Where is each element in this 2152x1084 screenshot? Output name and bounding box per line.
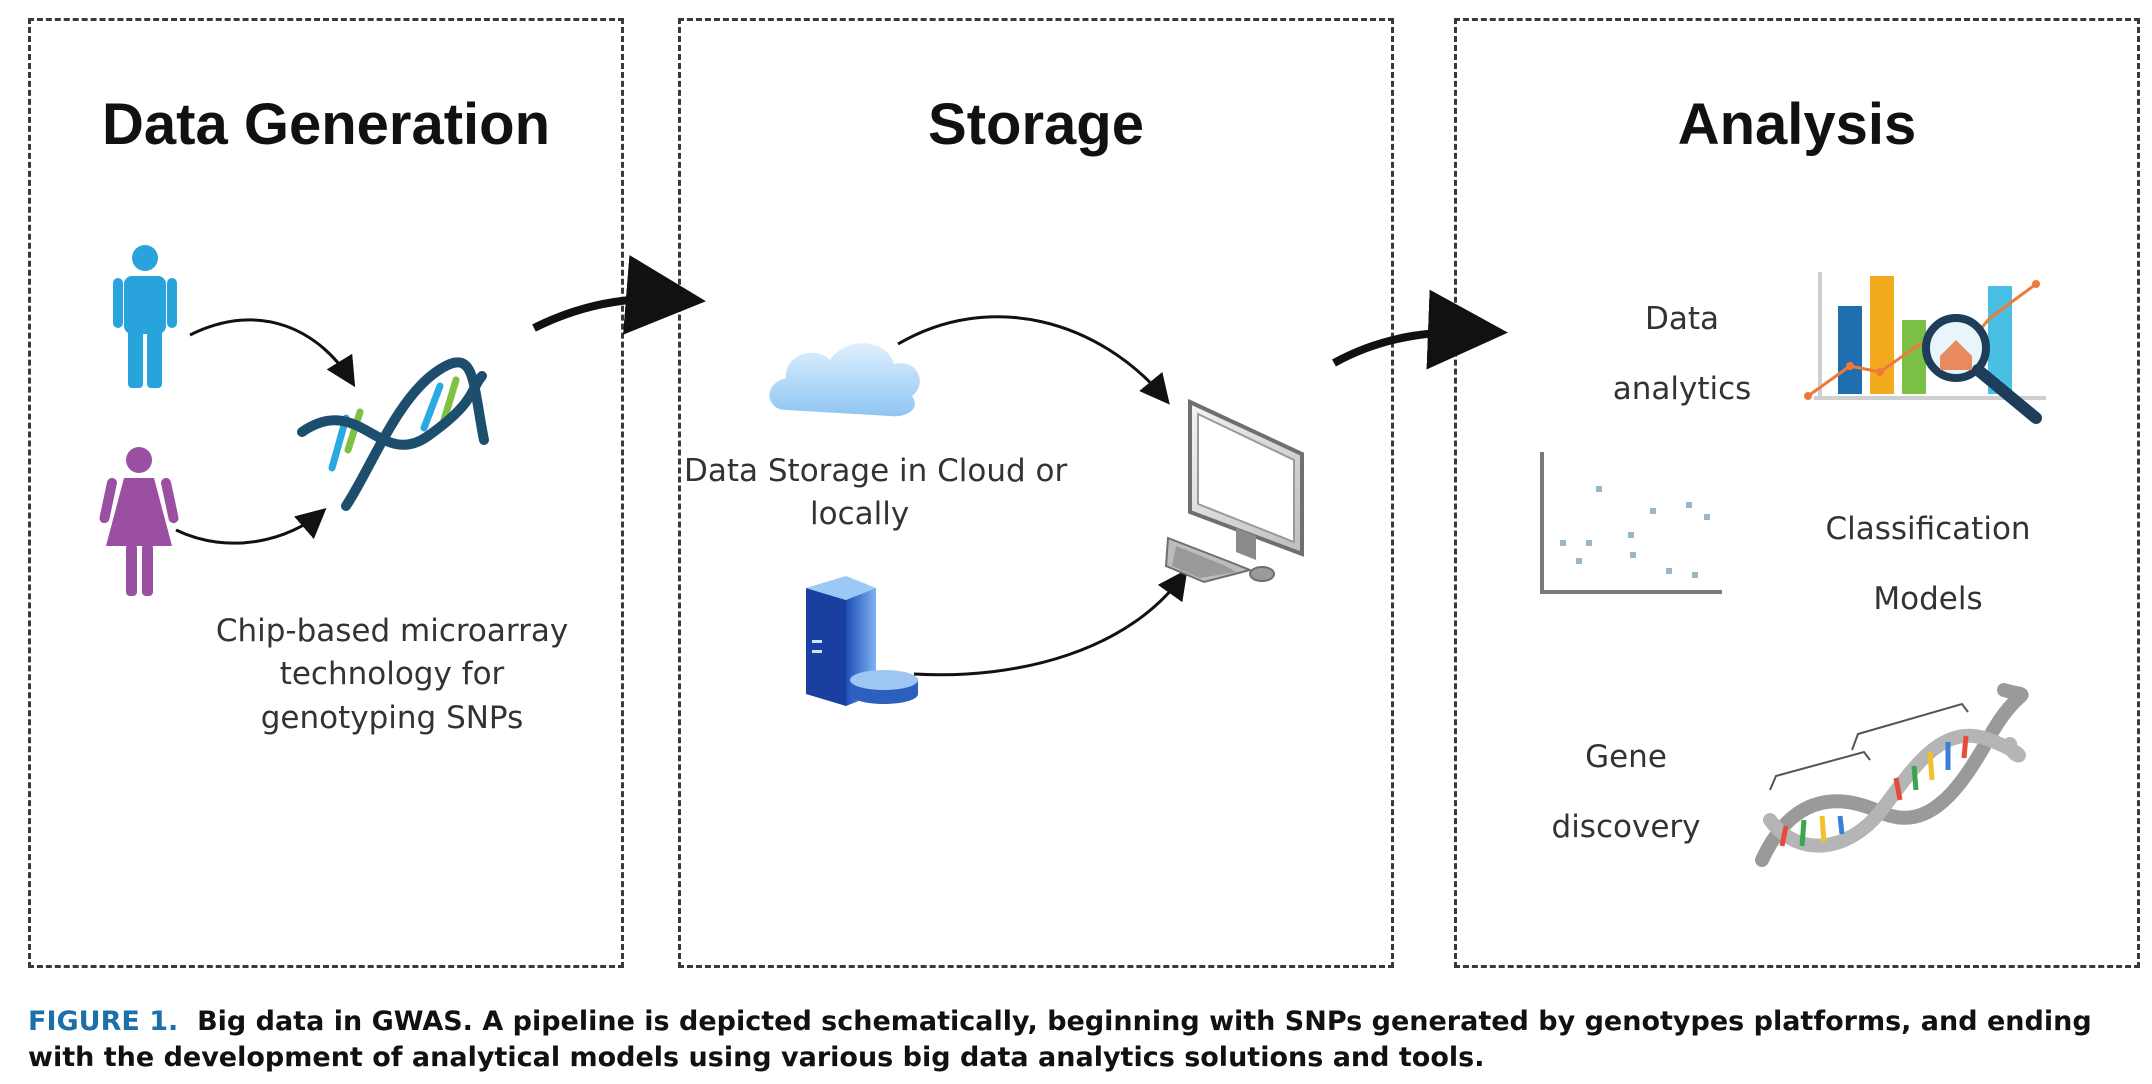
computer-icon: [1164, 398, 1304, 584]
storage-panel: Storage: [678, 18, 1394, 968]
female-person-icon: [99, 447, 179, 596]
figure-label: FIGURE 1.: [28, 1006, 179, 1037]
classification-models-line1: Classification: [1825, 511, 2031, 547]
classification-models-line2: Models: [1873, 581, 1983, 617]
dna-icon: [297, 357, 489, 511]
storage-label-line1: Data Storage in Cloud or: [684, 453, 1068, 489]
generation-to-storage-arrow: [532, 255, 706, 335]
analytics-chart-icon: [1804, 272, 2046, 424]
scatter-plot-icon: [1540, 452, 1722, 594]
data-analytics-line2: analytics: [1612, 371, 1752, 407]
data-generation-title: Data Generation: [102, 92, 550, 157]
dna-helix-icon: [1755, 683, 2029, 867]
generation-label-line1: Chip-based microarray: [215, 613, 569, 649]
generation-label-line2: technology for: [279, 656, 505, 693]
cloud-to-computer-arrow: [897, 315, 1170, 405]
analysis-panel: Analysis: [1454, 18, 2140, 968]
figure-caption: FIGURE 1. Big data in GWAS. A pipeline i…: [28, 1004, 2128, 1076]
generation-label: Chip-based microarray technology for gen…: [214, 610, 570, 740]
data-analytics-label: Data analytics: [1592, 284, 1772, 424]
data-generation-panel: Data Generation: [28, 18, 624, 968]
storage-to-analysis-arrow: [1332, 289, 1508, 370]
gene-discovery-line2: discovery: [1551, 809, 1701, 845]
storage-label: Data Storage in Cloud or locally: [684, 450, 1067, 537]
storage-title: Storage: [928, 92, 1144, 157]
gene-discovery-line1: Gene: [1585, 739, 1667, 775]
generation-label-line3: genotyping SNPs: [260, 699, 524, 736]
gene-discovery-label: Gene discovery: [1536, 722, 1716, 862]
cloud-icon: [769, 343, 920, 417]
data-analytics-line1: Data: [1644, 301, 1720, 337]
storage-label-line2: locally: [810, 496, 910, 533]
analysis-title: Analysis: [1677, 92, 1917, 157]
female-to-dna-arrow: [175, 508, 327, 545]
male-person-icon: [113, 245, 177, 388]
male-to-dna-arrow: [189, 318, 356, 388]
server-database-icon: [806, 576, 918, 706]
server-to-computer-arrow: [913, 569, 1188, 677]
classification-models-label: Classification Models: [1808, 494, 2048, 634]
diagram-graphics: [99, 245, 2046, 867]
caption-text: Big data in GWAS. A pipeline is depicted…: [28, 1006, 2092, 1073]
